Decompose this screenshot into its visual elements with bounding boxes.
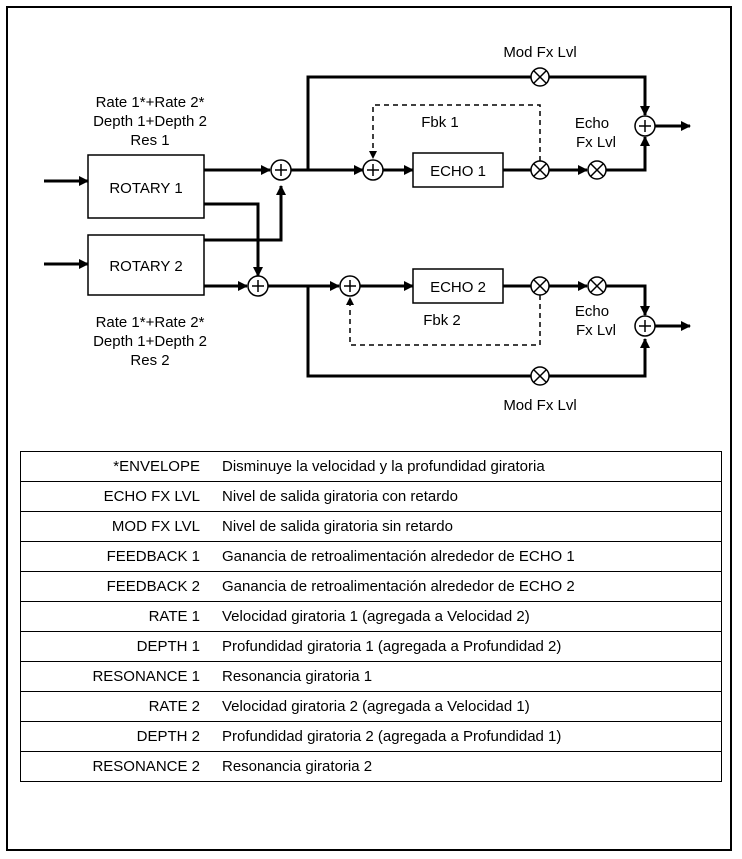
signal-flow-diagram: Rate 1*+Rate 2* Depth 1+Depth 2 Res 1 Ra… [44,44,691,414]
rotary2-params-label: Rate 1*+Rate 2* Depth 1+Depth 2 Res 2 [93,314,207,369]
param-description: Disminuye la velocidad y la profundidad … [222,458,545,475]
param-name: RESONANCE 2 [20,751,212,782]
svg-text:Fx Lvl: Fx Lvl [576,322,616,339]
fbk-sum-node-2 [339,275,361,297]
param-description: Velocidad giratoria 1 (agregada a Veloci… [212,601,722,632]
echo1-box [412,152,504,188]
svg-text:Depth 1+Depth 2: Depth 1+Depth 2 [93,333,207,350]
param-description: Resonancia giratoria 2 [212,751,722,782]
echo2-output-node [530,276,550,296]
svg-text:Res 1: Res 1 [130,132,169,149]
dry-path-bottom [306,286,531,378]
dry-path-top-out [549,75,650,116]
echo1-output-node [530,160,550,180]
echo-fx-lvl-top-node [587,160,607,180]
svg-text:Fx Lvl: Fx Lvl [576,134,616,151]
param-name: DEPTH 2 [20,721,212,752]
param-description: Ganancia de retroalimentación alrededor … [212,571,722,602]
echo-fx-lvl-bottom-label: Echo Fx Lvl [575,303,616,339]
echo-fx-top-to-out-sum [606,136,650,172]
svg-text:Echo: Echo [575,115,609,132]
svg-text:Echo: Echo [575,303,609,320]
param-name: RATE 2 [20,691,212,722]
rotary1-cross-to-sum2 [204,202,263,277]
output-sum-node-1 [634,115,656,137]
param-name: ECHO FX LVL [20,481,212,512]
mod-fx-lvl-bottom-label: Mod Fx Lvl [503,397,576,414]
rotary2-cross-to-sum1 [204,185,286,242]
param-description: Velocidad giratoria 2 (agregada a Veloci… [212,691,722,722]
echo-fx-bottom-to-out-sum [606,284,650,316]
param-description: Nivel de salida giratoria con retardo [212,481,722,512]
param-description: Resonancia giratoria 1 [212,661,722,692]
param-name: RATE 1 [20,601,212,632]
dry-path-top [306,75,531,170]
rotary2-label: ROTARY 2 [109,258,182,275]
output-sum-node-2 [634,315,656,337]
param-name: MOD FX LVL [20,511,212,542]
param-name: DEPTH 1 [20,631,212,662]
fbk2-label: Fbk 2 [423,312,461,329]
rotary1-params-label: Rate 1*+Rate 2* Depth 1+Depth 2 Res 1 [93,94,207,149]
param-description: Nivel de salida giratoria sin retardo [212,511,722,542]
mod-fx-lvl-bottom-node [530,366,550,386]
rotary1-box [87,154,205,219]
table-row: *ENVELOPE Disminuye la velocidad y la pro… [21,452,722,482]
svg-text:Rate 1*+Rate 2*: Rate 1*+Rate 2* [96,94,205,111]
rotary2-box [87,234,205,296]
parameter-table: *ENVELOPE Disminuye la velocidad y la pro… [20,451,722,782]
sum-node-1 [270,159,292,181]
param-name: *ENVELOPE [113,458,200,475]
svg-text:Depth 1+Depth 2: Depth 1+Depth 2 [93,113,207,130]
param-name: FEEDBACK 2 [20,571,212,602]
param-name: RESONANCE 1 [20,661,212,692]
rotary1-label: ROTARY 1 [109,180,182,197]
feedback-1-loop [369,104,541,161]
fbk-sum-node-1 [362,159,384,181]
echo-fx-lvl-top-label: Echo Fx Lvl [575,115,616,151]
echo2-box [412,268,504,304]
echo-fx-lvl-bottom-node [587,276,607,296]
svg-text:Res 2: Res 2 [130,352,169,369]
fbk1-label: Fbk 1 [421,114,459,131]
svg-text:Rate 1*+Rate 2*: Rate 1*+Rate 2* [96,314,205,331]
mod-fx-lvl-top-node [530,67,550,87]
feedback-2-loop [346,295,541,346]
sum-node-2 [247,275,269,297]
param-name: FEEDBACK 1 [20,541,212,572]
param-description: Ganancia de retroalimentación alrededor … [212,541,722,572]
dry-path-bottom-out [549,338,650,378]
param-description: Profundidad giratoria 2 (agregada a Prof… [212,721,722,752]
page-frame [6,6,732,851]
echo1-label: ECHO 1 [430,163,486,180]
mod-fx-lvl-top-label: Mod Fx Lvl [503,44,576,61]
echo2-label: ECHO 2 [430,279,486,296]
param-description: Profundidad giratoria 1 (agregada a Prof… [212,631,722,662]
